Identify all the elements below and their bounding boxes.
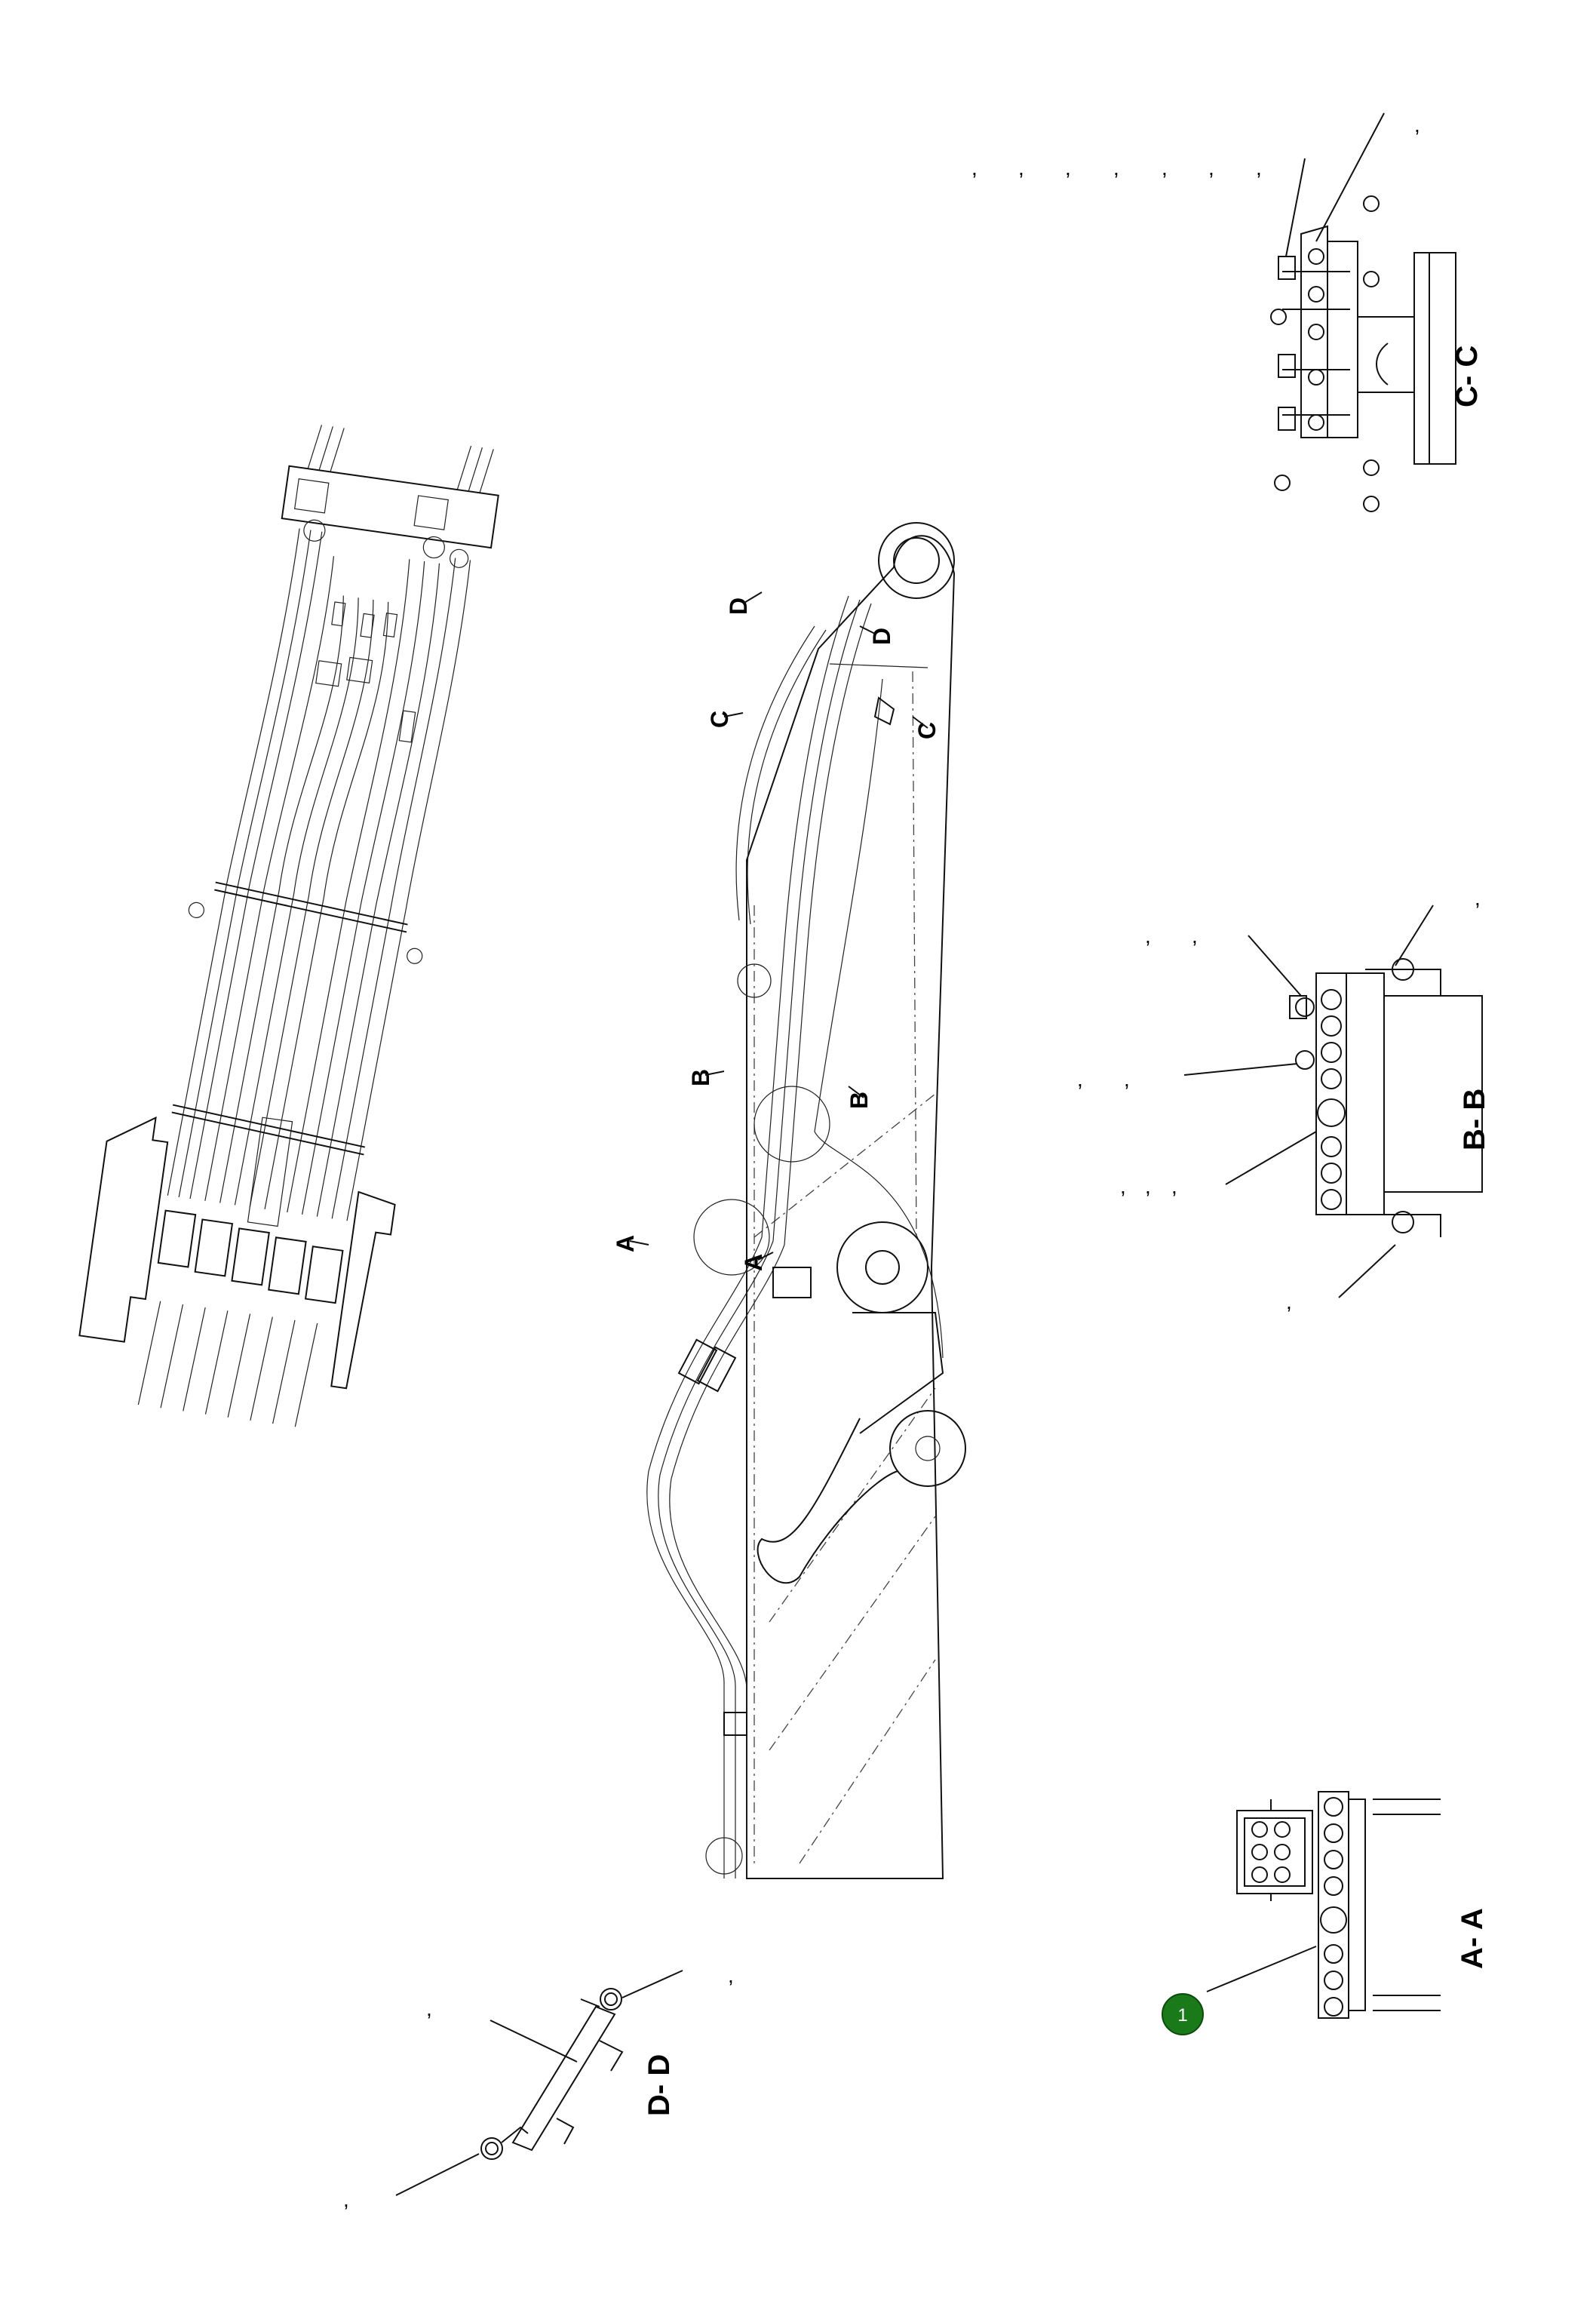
section-label-b-b: B- B — [1458, 1089, 1491, 1150]
section-c-c-view — [1270, 112, 1456, 512]
c-c-separator-5: , — [1162, 156, 1168, 180]
section-label-d-d: D- D — [643, 2054, 676, 2116]
c-c-separator-1: , — [971, 156, 978, 180]
marker-d-lower: D — [868, 628, 895, 645]
callout-1-badge: 1 — [1162, 1993, 1204, 2035]
hose-bundle-top-view — [78, 425, 499, 1427]
c-c-separator-2: , — [1018, 156, 1024, 180]
c-c-separator-6: , — [1208, 156, 1214, 180]
b-b-separator-1: , — [1145, 924, 1151, 948]
section-label-a-a: A- A — [1456, 1908, 1489, 1969]
b-b-separator-4: , — [1077, 1067, 1083, 1091]
b-b-separator-7: , — [1145, 1175, 1151, 1198]
b-b-separator-2: , — [1192, 924, 1198, 948]
c-c-callout-separators: , , , , , , , , — [971, 113, 1420, 180]
marker-c-upper: C — [706, 711, 733, 728]
marker-a-upper: A — [612, 1235, 639, 1252]
callout-1-number: 1 — [1177, 2005, 1187, 2026]
marker-b-upper: B — [687, 1069, 714, 1086]
c-c-separator-4: , — [1113, 156, 1119, 180]
b-b-separator-6: , — [1120, 1175, 1126, 1198]
d-d-separator-1: , — [426, 1997, 432, 2020]
d-d-separator-3: , — [343, 2188, 349, 2211]
d-d-callout-separators: , , , — [343, 1964, 734, 2211]
section-label-c-c: C- C — [1450, 346, 1484, 407]
section-markers: D D C C B B A A — [612, 591, 941, 1271]
marker-b-lower: B — [846, 1092, 873, 1109]
section-d-d-view — [395, 1970, 683, 2196]
section-a-a-view — [1206, 1791, 1441, 2019]
c-c-separator-7: , — [1256, 156, 1262, 180]
marker-c-lower: C — [913, 722, 941, 739]
d-d-separator-2: , — [728, 1964, 734, 1987]
section-b-b-view — [1183, 905, 1483, 1298]
b-b-separator-8: , — [1171, 1175, 1177, 1198]
c-c-separator-3: , — [1065, 156, 1071, 180]
c-c-separator-8: , — [1414, 113, 1420, 137]
b-b-separator-9: , — [1286, 1290, 1292, 1313]
marker-a-lower: A — [740, 1254, 767, 1271]
b-b-separator-3: , — [1475, 886, 1481, 910]
b-b-callout-separators: , , , , , , , , , — [1077, 886, 1481, 1313]
boom-side-view — [646, 522, 966, 1879]
b-b-separator-5: , — [1124, 1067, 1130, 1091]
